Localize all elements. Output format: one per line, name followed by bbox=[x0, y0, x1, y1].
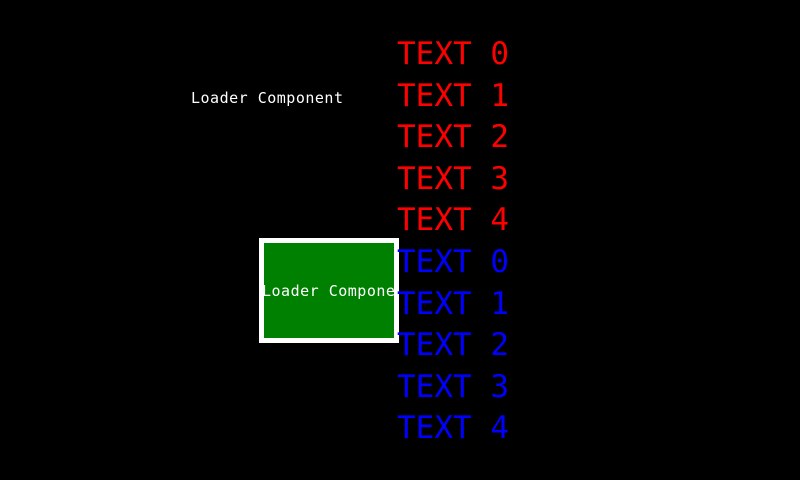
loader-component-label: Loader Component bbox=[191, 89, 344, 107]
green-loader-box[interactable]: Loader Component bbox=[259, 238, 399, 343]
text-list-item[interactable]: TEXT 1 bbox=[397, 285, 509, 322]
text-item-list: TEXT 0 TEXT 1 TEXT 2 TEXT 3 TEXT 4 TEXT 0 TEXT… bbox=[397, 34, 509, 450]
text-list-item[interactable]: TEXT 1 bbox=[397, 77, 509, 114]
loader-box-label: Loader Component bbox=[264, 281, 394, 300]
text-list-item[interactable]: TEXT 2 bbox=[397, 327, 509, 364]
text-list-item[interactable]: TEXT 4 bbox=[397, 410, 509, 447]
text-list-item[interactable]: TEXT 2 bbox=[397, 119, 509, 156]
text-list-item[interactable]: TEXT 0 bbox=[397, 243, 509, 280]
text-list-item[interactable]: TEXT 3 bbox=[397, 368, 509, 405]
text-list-item[interactable]: TEXT 3 bbox=[397, 160, 509, 197]
text-list-item[interactable]: TEXT 4 bbox=[397, 202, 509, 239]
loader-box-clip-region: Loader Component bbox=[264, 243, 394, 338]
text-list-item[interactable]: TEXT 0 bbox=[397, 36, 509, 72]
